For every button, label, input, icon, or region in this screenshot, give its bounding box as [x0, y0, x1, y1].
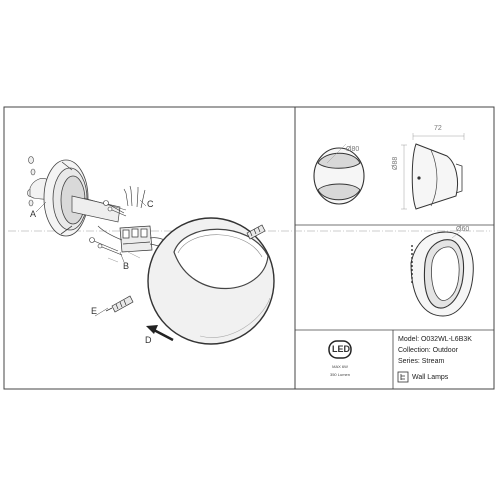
- screw-top-right: [246, 224, 266, 240]
- lamp-sphere: [147, 217, 275, 345]
- side-view: [401, 133, 465, 210]
- callout-c: C: [147, 199, 154, 209]
- model-text: Model: O032WL-L6B3K: [398, 336, 472, 343]
- callout-a: A: [30, 209, 37, 219]
- series-text: Series: Stream: [398, 358, 445, 365]
- collection-text: Collection: Outdoor: [398, 347, 458, 354]
- lumen-text: 350 Lumen: [329, 372, 350, 377]
- led-badge-text: LED: [332, 344, 350, 354]
- back-view: [410, 229, 474, 317]
- dimension-diameter-back: Ø60: [456, 226, 470, 233]
- wall-lamp-icon: [397, 371, 409, 383]
- dimension-diameter-side: Ø80: [346, 146, 360, 153]
- arrow-d: [146, 325, 174, 342]
- wall-anchor-top: [28, 156, 36, 176]
- max-power-text: MAX 6W: [332, 364, 348, 369]
- screw-b-group: [89, 237, 123, 256]
- front-view: [313, 143, 365, 205]
- terminal-block: [119, 225, 153, 253]
- drawing-frame: [3, 106, 495, 390]
- screw-e: [105, 295, 134, 313]
- callout-e: E: [91, 306, 98, 316]
- callout-d: D: [145, 335, 152, 345]
- dimension-height: Ø88: [392, 156, 399, 170]
- dimension-width: 72: [434, 125, 442, 132]
- screw-c-group: [103, 185, 146, 217]
- led-badge: [328, 340, 352, 359]
- category-text: Wall Lamps: [412, 374, 449, 381]
- callout-b: B: [123, 261, 130, 271]
- side-view-hole: [417, 176, 421, 180]
